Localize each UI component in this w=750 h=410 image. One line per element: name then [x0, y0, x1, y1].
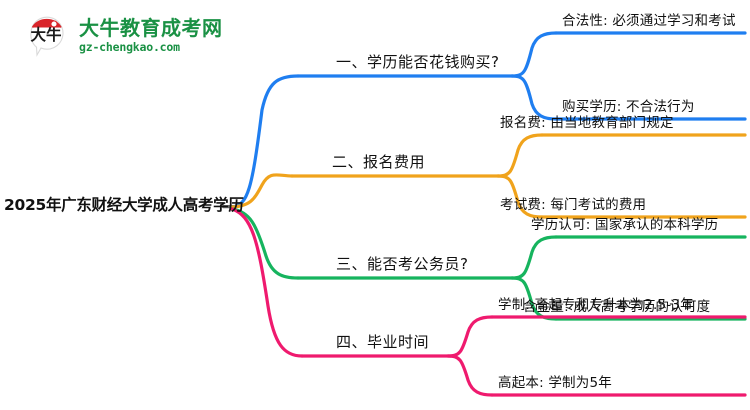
leaf-label-3-2[interactable]: 含金量: 成人高考学历的认可度 [523, 299, 711, 315]
logo-mark-text: 大牛 [30, 25, 62, 44]
logo-name-en: gz-chengkao.com [79, 40, 180, 55]
leaf-label-3-1[interactable]: 学历认可: 国家承认的本科学历 [531, 217, 719, 233]
site-logo: 大牛 大牛教育成考网 gz-chengkao.com [24, 10, 244, 62]
logo-wordmark: 大牛教育成考网 gz-chengkao.com [79, 18, 223, 54]
branch-label-4[interactable]: 四、毕业时间 [336, 333, 430, 351]
leaf-label-2-2[interactable]: 考试费: 每门考试的费用 [500, 197, 647, 213]
branch-group-4 [230, 207, 747, 397]
branch-group-1 [230, 31, 747, 209]
leaf-label-4-1[interactable]: 学制: 高起专和专升本为2.5-3年 [498, 297, 694, 313]
branch-label-2[interactable]: 二、报名费用 [332, 153, 426, 171]
leaf-label-4-2[interactable]: 高起本: 学制为5年 [498, 375, 612, 391]
branch-label-1[interactable]: 一、学历能否花钱购买? [336, 53, 500, 71]
leaf-label-2-1[interactable]: 报名费: 由当地教育部门规定 [500, 115, 674, 131]
logo-mark-icon: 大牛 [24, 13, 70, 59]
leaf-label-1-2[interactable]: 购买学历: 不合法行为 [562, 99, 695, 115]
leaf-label-1-1[interactable]: 合法性: 必须通过学习和考试 [562, 13, 736, 29]
branch-label-3[interactable]: 三、能否考公务员? [336, 255, 469, 273]
branch-group-2 [230, 133, 747, 219]
logo-name-cn: 大牛教育成考网 [79, 16, 223, 41]
root-node-label[interactable]: 2025年广东财经大学成人高考学历 [4, 196, 244, 214]
